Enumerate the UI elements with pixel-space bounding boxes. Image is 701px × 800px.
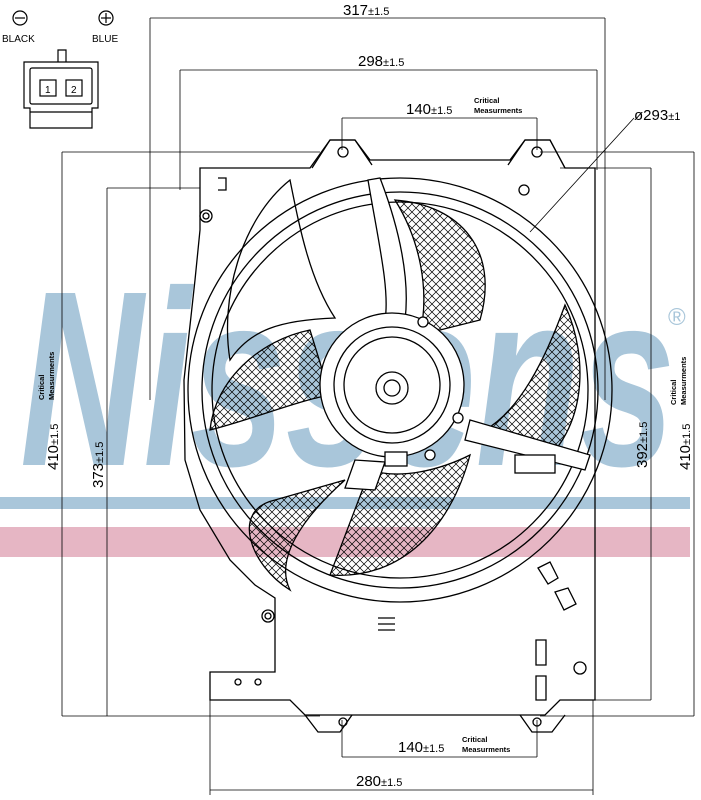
dim-diameter: ø293±1 <box>634 107 680 124</box>
pin2-label: 2 <box>71 85 77 96</box>
fan-blade-top <box>393 199 486 336</box>
black-label: BLACK <box>2 34 35 45</box>
critical-note-bottom-2: Measurments <box>462 745 510 754</box>
bottom-ear-left <box>304 714 353 733</box>
dim-bottom-overall: 280±1.5 <box>356 773 402 790</box>
struts <box>226 177 591 491</box>
dim-right-inner: 392±1.5 <box>634 422 651 468</box>
critical-note-top-2: Measurments <box>474 106 522 115</box>
minus-terminal-icon <box>12 10 28 26</box>
connector <box>12 10 114 129</box>
dim-left-outer: 410±1.5 <box>45 424 62 470</box>
dim-right-outer: 410±1.5 <box>677 424 694 470</box>
fan-blade-lower-left <box>248 479 346 592</box>
registered-mark: ® <box>668 304 686 331</box>
critical-note-left-1: Critical <box>37 375 46 400</box>
dimension-lines <box>61 17 695 795</box>
bottom-ear-right <box>519 714 566 733</box>
motor-hub <box>319 312 556 474</box>
critical-note-bottom-1: Critical <box>462 735 487 744</box>
dim-bottom-holes: 140±1.5 <box>398 739 444 756</box>
fan-shroud <box>183 139 596 733</box>
dimension-labels: 317±1.5 298±1.5 140±1.5 Critical Measurm… <box>37 2 694 790</box>
blue-label: BLUE <box>92 34 118 45</box>
critical-note-right-2: Measurments <box>679 357 688 405</box>
critical-note-top-1: Critical <box>474 96 499 105</box>
critical-note-right-1: Critical <box>669 380 678 405</box>
dim-left-inner: 373±1.5 <box>90 442 107 488</box>
dim-top-overall: 317±1.5 <box>343 2 389 19</box>
fan-blade-left <box>209 329 331 431</box>
watermark-blue-stripe <box>0 497 690 509</box>
plus-terminal-icon <box>98 10 114 26</box>
dim-top-holes: 140±1.5 <box>406 101 452 118</box>
connector-housing <box>23 61 99 129</box>
critical-note-left-2: Measurments <box>47 352 56 400</box>
pin1-label: 1 <box>45 85 51 96</box>
dim-top-inner: 298±1.5 <box>358 53 404 70</box>
